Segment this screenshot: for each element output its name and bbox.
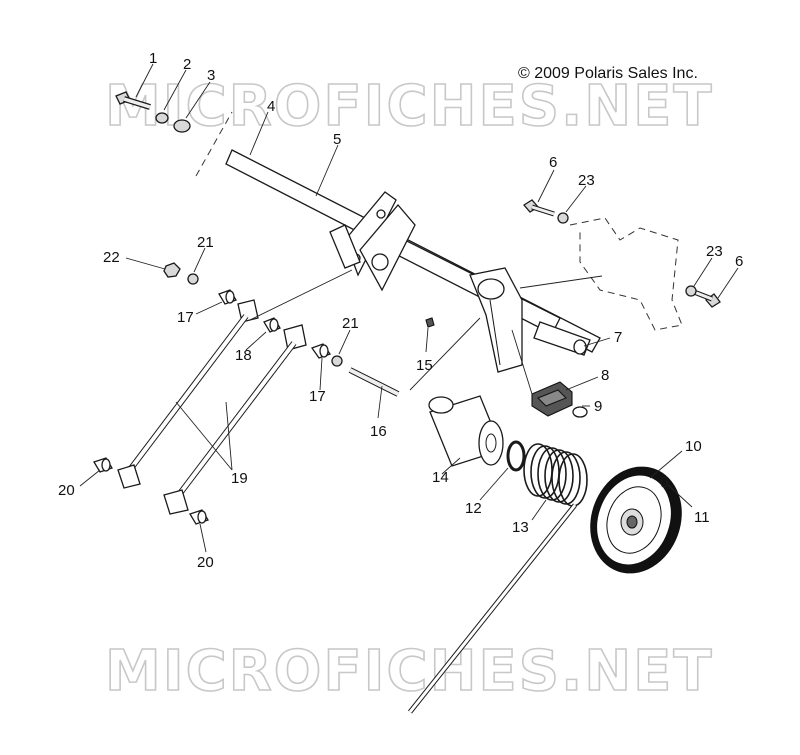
callout-10: 10: [685, 438, 702, 455]
part-21-washer-upper: [187, 273, 199, 285]
callout-3: 3: [207, 67, 215, 84]
callout-6-right: 6: [735, 253, 743, 270]
part-18-bushing: [263, 317, 281, 333]
callout-21-upper: 21: [197, 234, 214, 251]
part-15-grease-fitting: [425, 317, 435, 328]
callout-11: 11: [694, 509, 710, 526]
part-20-bushing-left: [93, 457, 113, 473]
watermark-bottom: MICROFICHES.NET: [105, 639, 714, 704]
part-16-pin: [348, 367, 400, 397]
part-10-idler-wheel: [590, 466, 682, 574]
callout-19: 19: [231, 470, 248, 487]
callouts: 1 2 3 4 5 6 23 23 6 22 21 17 21 18 7 15 …: [58, 50, 743, 571]
callout-20-lower: 20: [197, 554, 214, 571]
callout-23-right: 23: [706, 243, 723, 260]
callout-21-lower: 21: [342, 315, 359, 332]
part-8-slider-block: [531, 381, 573, 417]
callout-16: 16: [370, 423, 387, 440]
part-22-nut: [163, 262, 181, 278]
callout-9: 9: [594, 398, 602, 415]
part-23-washer-left: [557, 212, 569, 224]
part-6-bolt-right: [693, 289, 721, 308]
part-17-bushing-lower: [310, 343, 332, 359]
callout-4: 4: [267, 98, 275, 115]
callout-7: 7: [614, 329, 622, 346]
callout-1: 1: [149, 50, 157, 67]
part-2-washer: [155, 112, 169, 124]
part-14-spacer: [428, 395, 504, 467]
part-12-ring: [506, 440, 526, 472]
watermark-top: MICROFICHES.NET: [105, 74, 714, 139]
part-17-bushing-upper: [218, 289, 237, 305]
mount-bracket-outline: [519, 217, 683, 331]
part-11-clip: [660, 476, 668, 488]
callout-6-upper-left: 6: [549, 154, 557, 171]
part-6-bolt-left: [523, 199, 555, 217]
part-9-washer: [572, 406, 588, 418]
part-13-spring: [408, 443, 588, 714]
part-1-bolt: [115, 91, 151, 110]
leader-lines: [79, 63, 739, 553]
callout-17-lower: 17: [309, 388, 326, 405]
part-4-axis-line: [195, 111, 233, 177]
callout-18: 18: [235, 347, 252, 364]
callout-12: 12: [465, 500, 482, 517]
callout-13: 13: [512, 519, 529, 536]
part-19-link-rods: [117, 299, 307, 515]
part-20-bushing-right: [189, 509, 209, 525]
callout-20-left: 20: [58, 482, 75, 499]
part-21-washer-lower: [331, 355, 343, 367]
copyright-notice: © 2009 Polaris Sales Inc.: [518, 65, 698, 82]
callout-17-upper: 17: [177, 309, 194, 326]
callout-15: 15: [416, 357, 433, 374]
callout-22: 22: [103, 249, 120, 266]
callout-2: 2: [183, 56, 191, 73]
callout-23-left: 23: [578, 172, 595, 189]
callout-14: 14: [432, 469, 449, 486]
callout-8: 8: [601, 367, 609, 384]
part-3-washer: [173, 119, 191, 133]
callout-5: 5: [333, 131, 341, 148]
part-5-shaft: [225, 149, 601, 373]
part-23-washer-right: [685, 285, 697, 297]
